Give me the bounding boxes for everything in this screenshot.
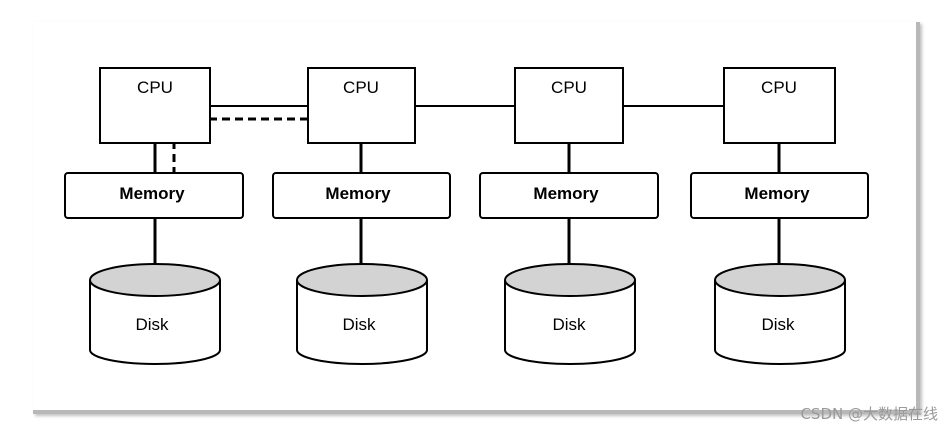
node-1: CPU Memory Disk	[64, 67, 244, 365]
disk-body	[89, 280, 221, 365]
memory-box	[690, 172, 869, 219]
memory-box	[479, 172, 659, 219]
disk-top	[504, 263, 636, 297]
cpu-box	[307, 67, 416, 144]
cpu-label: CPU	[761, 78, 797, 97]
memory-label: Memory	[119, 184, 185, 203]
cpu-label: CPU	[137, 78, 173, 97]
cpu-label: CPU	[551, 78, 587, 97]
memory-label: Memory	[744, 184, 810, 203]
disk-top	[714, 263, 846, 297]
disk-body	[296, 280, 428, 365]
cpu-box	[514, 67, 624, 144]
watermark: CSDN @大数据在线	[800, 405, 938, 423]
disk-body	[714, 280, 846, 365]
memory-box	[64, 172, 244, 219]
disk-top	[296, 263, 428, 297]
cpu-label: CPU	[343, 78, 379, 97]
memory-box	[272, 172, 451, 219]
node-3: CPU Memory Disk	[479, 67, 659, 365]
disk-label: Disk	[342, 315, 376, 334]
disk-label: Disk	[135, 315, 169, 334]
cpu-box	[99, 67, 211, 144]
disk-label: Disk	[761, 315, 795, 334]
disk-label: Disk	[552, 315, 586, 334]
cpu-box	[723, 67, 836, 144]
memory-label: Memory	[533, 184, 599, 203]
memory-label: Memory	[325, 184, 391, 203]
disk-top	[89, 263, 221, 297]
disk-body	[504, 280, 636, 365]
node-4: CPU Memory Disk	[690, 67, 869, 365]
node-2: CPU Memory Disk	[272, 67, 451, 365]
